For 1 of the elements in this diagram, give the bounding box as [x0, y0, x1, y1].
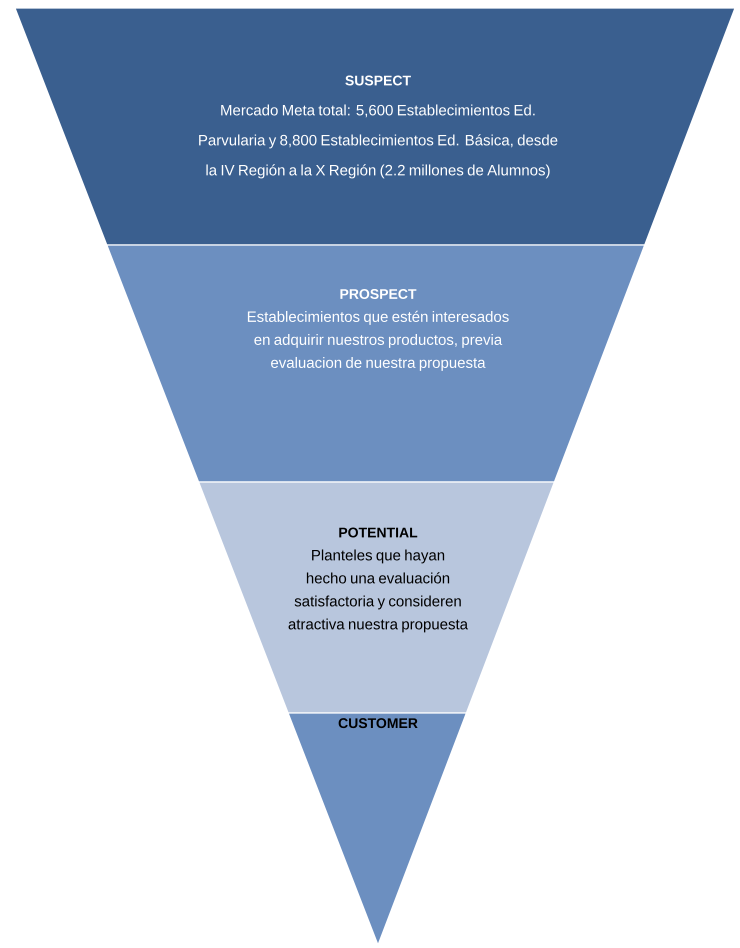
funnel-band: SUSPECT Mercado Meta total: 5,600 Establecimientos Ed. Parvularia y 8,800 Establecimientos Ed. Básica, desde la IV Región a la X Región (2.2 millones de Alumnos) — [14, 7, 736, 246]
